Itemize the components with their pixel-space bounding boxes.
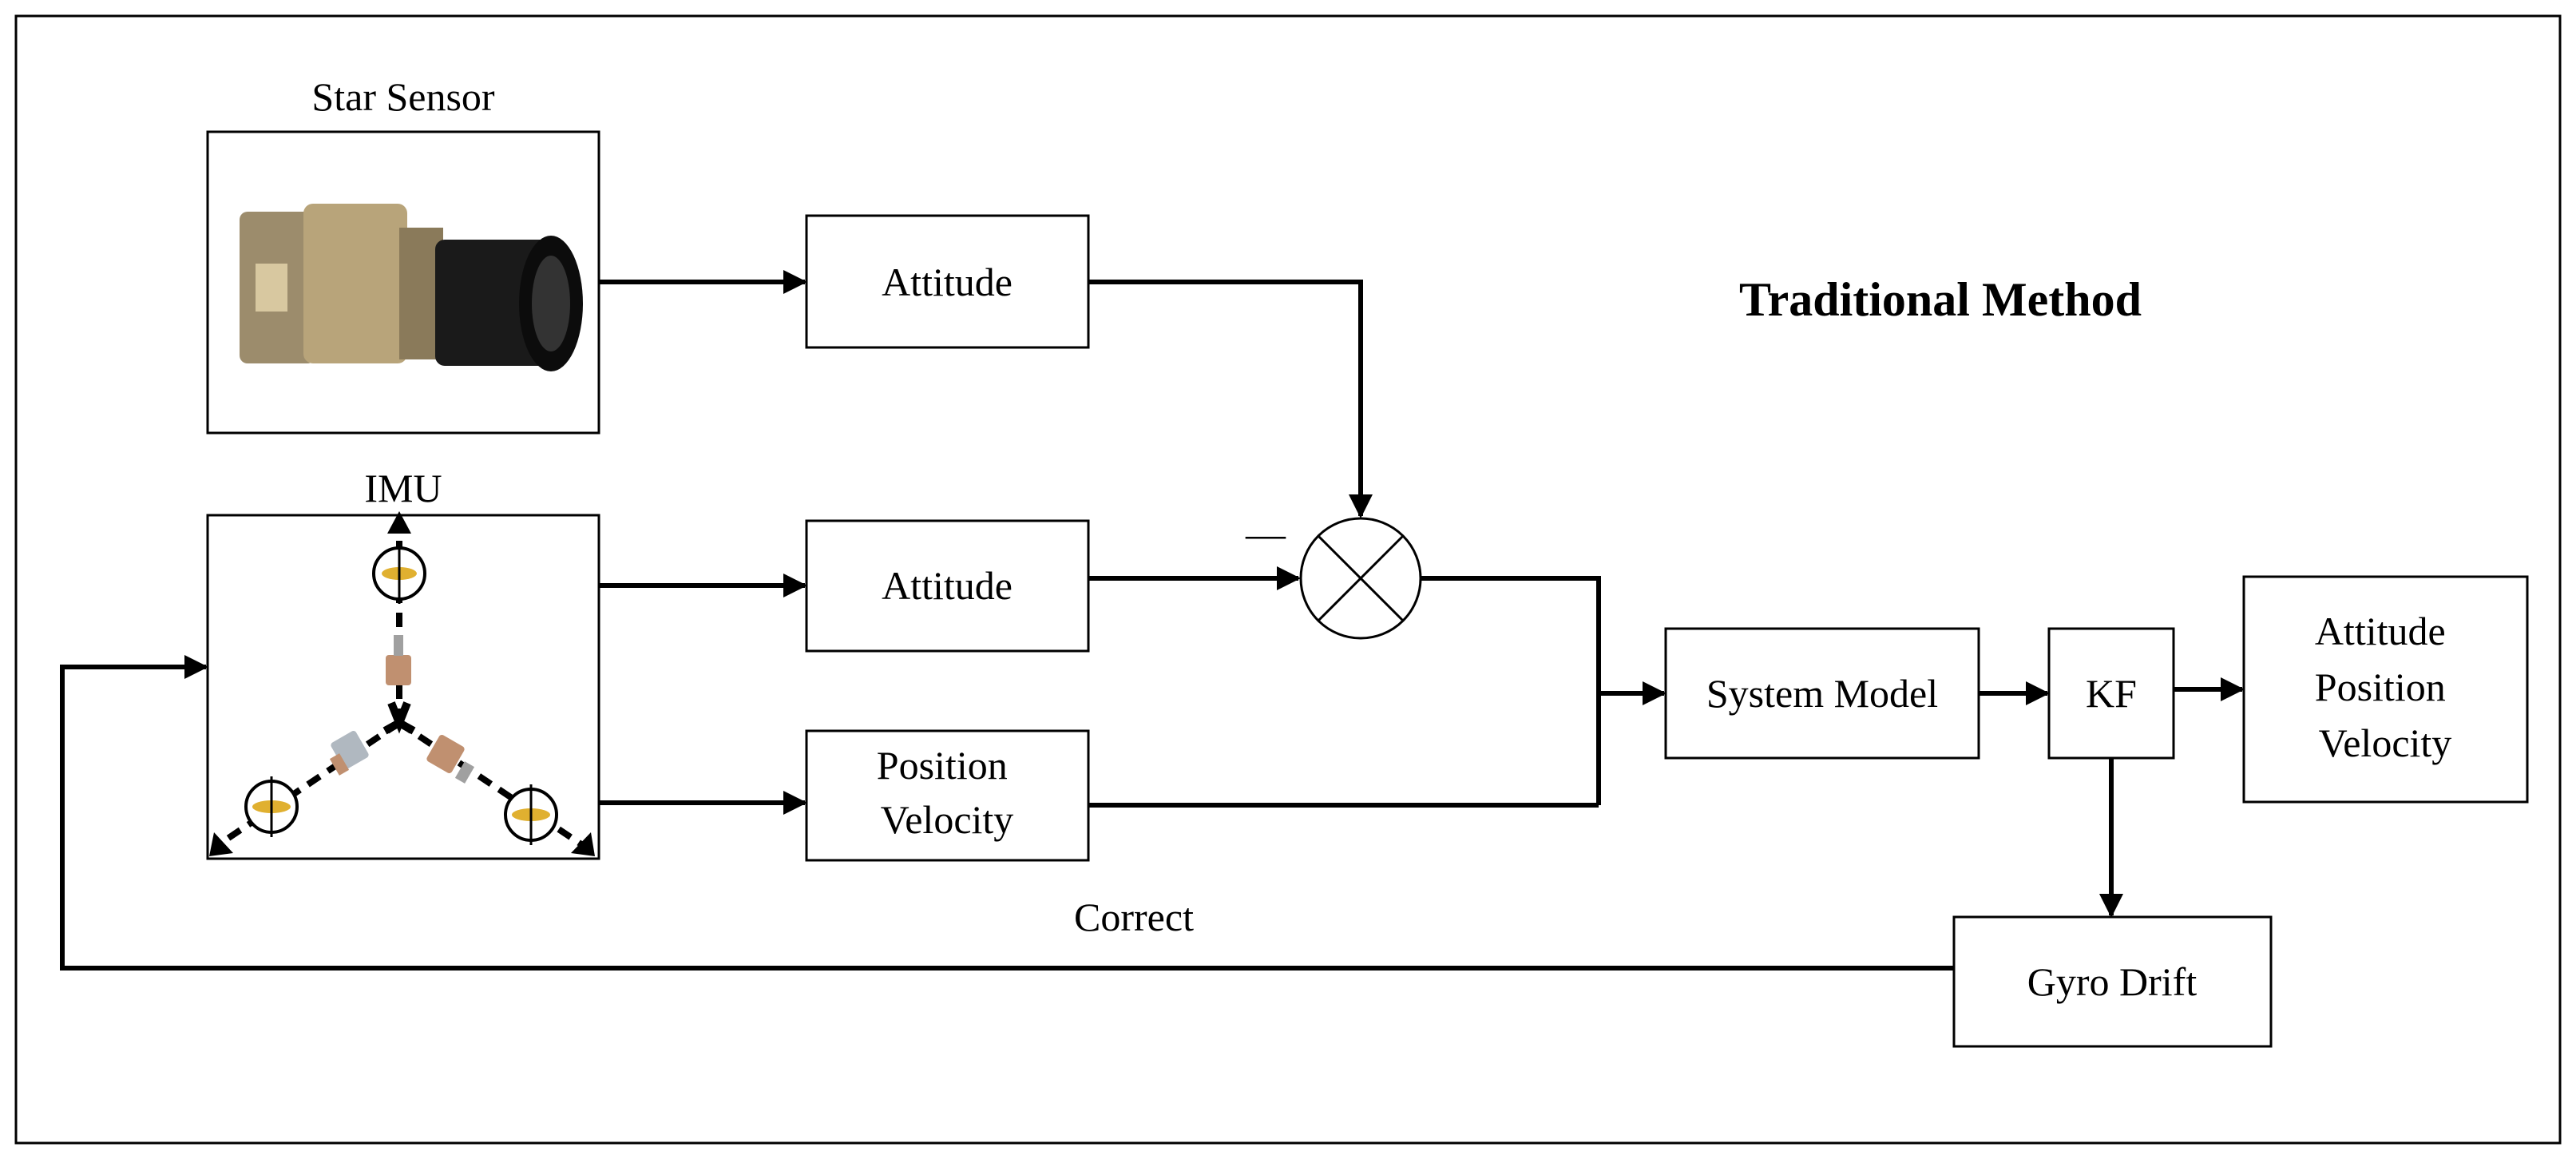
sensor-lens (435, 240, 551, 366)
system-model-label: System Model (1706, 671, 1938, 716)
imu-axis-arrow-right (571, 832, 595, 856)
position-velocity-label: Position Velocity (877, 743, 1017, 842)
gyro-right-icon (504, 784, 558, 845)
output-velocity-line: Velocity (2319, 720, 2452, 765)
outer-frame (14, 14, 2562, 1145)
kf-label: KF (2086, 671, 2137, 716)
sensor-body (303, 204, 407, 363)
output-attitude-line: Attitude (2315, 609, 2446, 653)
attitude-top-box (805, 214, 1090, 349)
position-velocity-box (805, 729, 1090, 862)
correct-label: Correct (1074, 895, 1194, 939)
imu-axis-left (213, 720, 402, 850)
wire-gyro-drift-correct-feedback (60, 655, 1954, 970)
imu-axis-arrow-left (209, 832, 233, 856)
comparator-symbol (1299, 517, 1422, 640)
imu-label: IMU (364, 466, 442, 510)
gyro-drift-box (1952, 915, 2273, 1048)
output-label: Attitude Position Velocity (2315, 609, 2455, 765)
output-box (2242, 575, 2529, 804)
gyro-top-icon (372, 543, 426, 604)
gyro-left-icon (244, 776, 299, 837)
sensor-connector (256, 264, 287, 312)
imu-image (209, 511, 595, 856)
wire-attitude-top-to-comparator (1088, 280, 1373, 518)
minus-sign: — (1245, 511, 1286, 556)
gyro-drift-label: Gyro Drift (2027, 959, 2198, 1004)
system-model-box (1664, 627, 1980, 760)
star-sensor-label: Star Sensor (311, 74, 495, 119)
attitude-top-label: Attitude (882, 260, 1013, 304)
imu-axis-arrow-up (387, 511, 411, 534)
imu-center-mark (382, 701, 416, 735)
accelerometer-right-icon (426, 735, 475, 784)
attitude-mid-label: Attitude (882, 563, 1013, 608)
position-line: Position (877, 743, 1008, 788)
accelerometer-top-icon (386, 635, 411, 685)
output-position-line: Position (2315, 665, 2446, 709)
star-sensor-image (240, 204, 583, 371)
sensor-lens-glass (532, 256, 570, 351)
diagram-title: Traditional Method (1739, 273, 2142, 326)
accelerometer-left-icon (329, 731, 369, 776)
wire-comparator-to-junction (1421, 576, 1601, 805)
velocity-line: Velocity (881, 797, 1014, 842)
imu-axis-right (397, 720, 593, 854)
